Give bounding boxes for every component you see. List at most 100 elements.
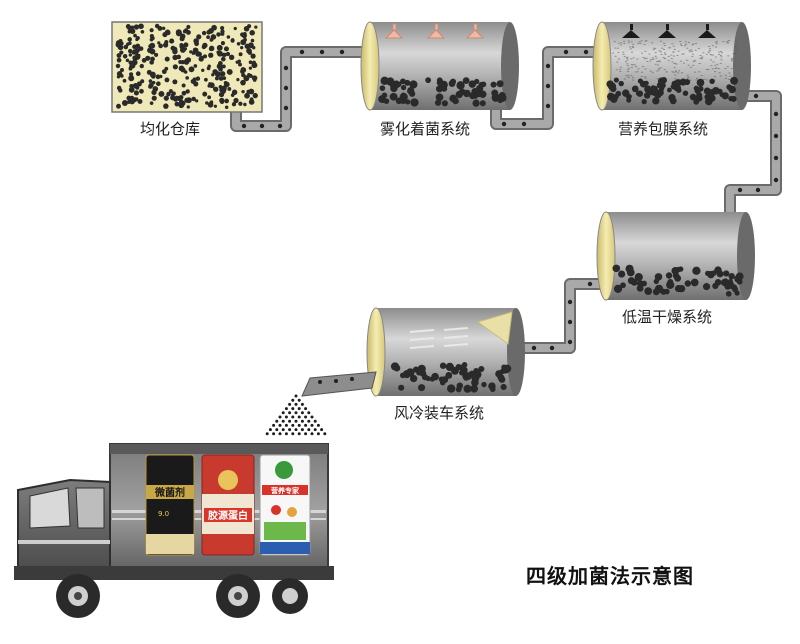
granule <box>622 53 625 55</box>
granule <box>721 92 729 100</box>
granule <box>116 71 123 77</box>
granule <box>307 411 311 415</box>
granule <box>700 58 703 60</box>
granule <box>310 415 314 419</box>
granule <box>644 50 647 52</box>
granule <box>633 64 636 66</box>
granule <box>612 264 621 273</box>
granule <box>416 369 422 376</box>
granule <box>445 372 453 379</box>
granule <box>410 98 419 107</box>
airflow-lines <box>409 327 469 349</box>
granule <box>707 52 710 54</box>
granule <box>612 52 615 54</box>
granule <box>250 53 256 59</box>
granule <box>734 53 737 55</box>
granule <box>654 55 657 57</box>
granule <box>689 79 692 81</box>
granule <box>683 45 686 47</box>
drying-drum <box>596 211 755 301</box>
granule <box>127 48 133 54</box>
granule <box>170 95 176 101</box>
granule <box>278 432 282 436</box>
granule <box>724 74 727 76</box>
granule <box>614 55 617 57</box>
granule <box>254 25 258 29</box>
granule <box>613 77 619 83</box>
granule <box>730 76 738 85</box>
granule <box>129 84 134 88</box>
granule <box>456 382 464 390</box>
granule <box>704 97 713 106</box>
granule <box>728 85 736 94</box>
granule <box>663 42 666 44</box>
granule <box>688 49 691 51</box>
granule <box>672 55 675 57</box>
granule <box>220 31 225 36</box>
granule <box>495 370 503 378</box>
granule <box>185 29 191 35</box>
granule <box>734 46 737 48</box>
granule <box>222 76 227 80</box>
granule <box>168 89 173 94</box>
granule <box>615 69 618 71</box>
granule <box>445 362 454 372</box>
granule <box>628 67 631 69</box>
granule <box>201 30 207 36</box>
granule <box>725 77 728 79</box>
granule <box>659 51 662 53</box>
granule <box>139 63 144 69</box>
granule <box>390 84 398 93</box>
granule <box>236 78 240 82</box>
granule <box>692 64 695 66</box>
granule <box>220 25 225 31</box>
granule <box>709 53 712 55</box>
granule <box>727 40 730 42</box>
granule <box>700 74 703 76</box>
granule <box>174 95 180 101</box>
granule <box>128 75 135 82</box>
granule <box>268 428 272 432</box>
granule <box>656 78 659 80</box>
granule <box>166 91 171 97</box>
granule <box>705 79 708 81</box>
granule <box>129 28 136 34</box>
granule <box>682 53 685 55</box>
granule <box>207 95 212 100</box>
granule <box>212 69 218 75</box>
granule <box>658 67 661 69</box>
granule <box>734 274 743 283</box>
warehouse-granules <box>115 23 258 110</box>
granule <box>691 44 694 46</box>
granule <box>127 37 133 42</box>
granule <box>674 70 677 72</box>
granule <box>208 52 214 58</box>
granule <box>631 79 634 81</box>
granule <box>323 432 327 436</box>
granule <box>243 102 247 107</box>
granule <box>180 60 185 65</box>
granule <box>294 402 298 406</box>
granule <box>288 419 292 423</box>
granule <box>708 45 711 47</box>
granule <box>470 384 479 393</box>
granule <box>681 53 684 55</box>
granule <box>221 64 226 69</box>
granule <box>735 48 738 50</box>
pipe-drying-to-cooling <box>520 278 604 354</box>
granule <box>244 92 250 99</box>
granule <box>644 287 653 295</box>
granule <box>281 428 285 432</box>
granule <box>631 51 634 53</box>
granule <box>148 44 153 49</box>
granule <box>636 90 644 97</box>
granule <box>632 57 635 59</box>
granule <box>316 432 320 436</box>
granule <box>250 38 255 43</box>
granule <box>133 90 139 96</box>
granule <box>206 66 211 71</box>
granule <box>115 63 121 69</box>
cooling-drum-granules <box>390 362 512 393</box>
granule <box>116 57 122 63</box>
granule <box>690 49 693 51</box>
